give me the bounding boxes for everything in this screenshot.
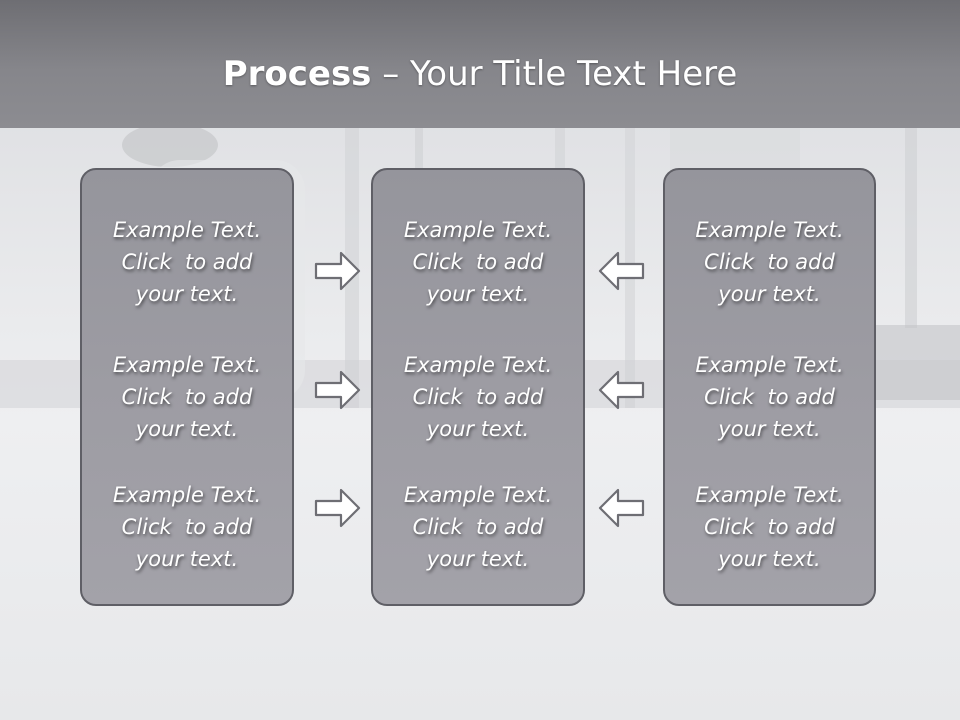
- text-line: Example Text.: [403, 218, 553, 242]
- title-rest: – Your Title Text Here: [371, 54, 738, 94]
- text-line: your text.: [718, 547, 821, 571]
- text-line: Click to add: [121, 515, 253, 539]
- arrow-left-icon: [598, 251, 645, 291]
- title-bar: [0, 0, 960, 128]
- text-line: Click to add: [412, 250, 544, 274]
- text-placeholder[interactable]: Example Text. Click to add your text.: [373, 479, 583, 575]
- process-box-center[interactable]: Example Text. Click to add your text. Ex…: [371, 168, 585, 606]
- arrow-right-icon: [314, 370, 361, 410]
- text-line: Click to add: [412, 385, 544, 409]
- text-line: Click to add: [412, 515, 544, 539]
- text-line: your text.: [135, 282, 239, 306]
- text-line: your text.: [718, 417, 821, 441]
- text-line: Click to add: [704, 385, 835, 409]
- text-line: Example Text.: [112, 218, 262, 242]
- text-line: Example Text.: [695, 218, 844, 242]
- arrow-left-icon: [598, 488, 645, 528]
- text-placeholder[interactable]: Example Text. Click to add your text.: [665, 479, 874, 575]
- text-line: Example Text.: [695, 353, 844, 377]
- text-line: your text.: [135, 547, 239, 571]
- process-box-left[interactable]: Example Text. Click to add your text. Ex…: [80, 168, 294, 606]
- text-line: Example Text.: [403, 483, 553, 507]
- text-line: Example Text.: [403, 353, 553, 377]
- text-placeholder[interactable]: Example Text. Click to add your text.: [82, 349, 292, 445]
- text-line: Click to add: [704, 515, 835, 539]
- text-line: Example Text.: [695, 483, 844, 507]
- text-line: Click to add: [121, 385, 253, 409]
- text-placeholder[interactable]: Example Text. Click to add your text.: [665, 214, 874, 310]
- text-placeholder[interactable]: Example Text. Click to add your text.: [373, 349, 583, 445]
- text-line: your text.: [135, 417, 239, 441]
- arrow-left-icon: [598, 370, 645, 410]
- process-box-right[interactable]: Example Text. Click to add your text. Ex…: [663, 168, 876, 606]
- text-line: your text.: [426, 547, 530, 571]
- text-line: Example Text.: [112, 353, 262, 377]
- text-line: your text.: [426, 282, 530, 306]
- text-line: Click to add: [121, 250, 253, 274]
- arrow-right-icon: [314, 251, 361, 291]
- text-placeholder[interactable]: Example Text. Click to add your text.: [82, 214, 292, 310]
- text-line: Click to add: [704, 250, 835, 274]
- title-bold: Process: [222, 54, 372, 94]
- text-placeholder[interactable]: Example Text. Click to add your text.: [665, 349, 874, 445]
- arrow-right-icon: [314, 488, 361, 528]
- text-line: Example Text.: [112, 483, 262, 507]
- text-line: your text.: [718, 282, 821, 306]
- text-placeholder[interactable]: Example Text. Click to add your text.: [82, 479, 292, 575]
- text-placeholder[interactable]: Example Text. Click to add your text.: [373, 214, 583, 310]
- text-line: your text.: [426, 417, 530, 441]
- slide-title[interactable]: Process – Your Title Text Here: [0, 52, 960, 96]
